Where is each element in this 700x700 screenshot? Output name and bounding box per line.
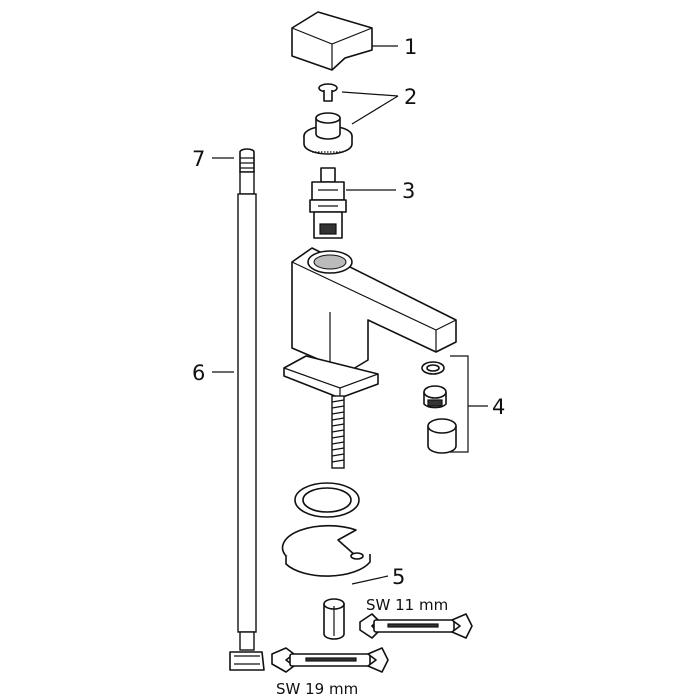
threaded-stud	[331, 395, 345, 469]
handle-cap	[291, 11, 373, 71]
callout-3: 3	[402, 179, 415, 203]
cartridge	[309, 167, 347, 239]
mounting-nut	[323, 598, 345, 640]
leader-lines	[212, 45, 488, 585]
wrench-large	[271, 647, 389, 673]
callout-5: 5	[392, 565, 405, 589]
callout-4: 4	[492, 395, 505, 419]
callout-1: 1	[404, 35, 417, 59]
supply-hose	[229, 148, 265, 671]
wrench-small	[359, 613, 473, 639]
wrench-small-label: SW 11 mm	[366, 596, 448, 614]
wrench-large-label: SW 19 mm	[276, 680, 358, 698]
screw	[318, 83, 338, 102]
callout-7: 7	[192, 147, 205, 171]
callout-6: 6	[192, 361, 205, 385]
mixer-body	[283, 247, 457, 399]
adapter-ring	[303, 112, 353, 155]
horseshoe-plate	[281, 524, 371, 577]
gasket-ring	[294, 482, 360, 518]
callout-2: 2	[404, 85, 417, 109]
aerator-set	[421, 361, 457, 454]
